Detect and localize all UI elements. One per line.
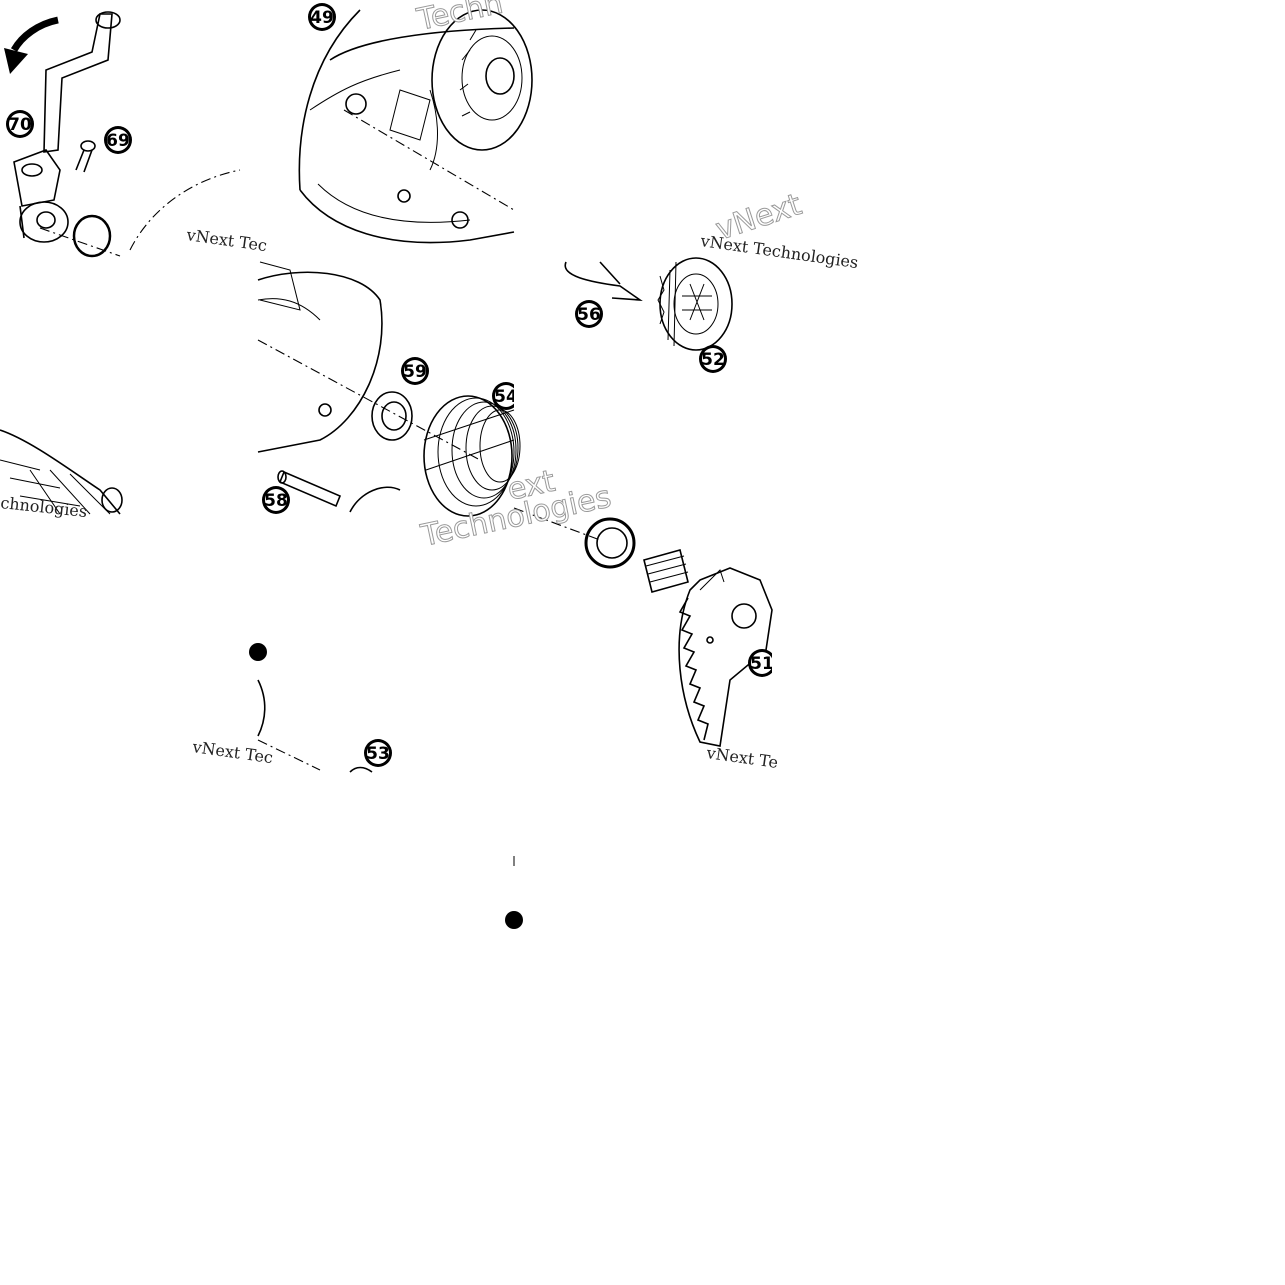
svg-text:49: 49 [310, 8, 334, 28]
arrow-head [4, 48, 28, 74]
tile-lower-fragment [249, 643, 373, 773]
svg-text:58: 58 [264, 491, 288, 511]
tile-spring-shim [257, 261, 521, 517]
part-badge-49: 49 [308, 3, 336, 31]
part-badge-56: 56 [575, 300, 603, 328]
svg-text:51: 51 [750, 654, 774, 674]
kick-lever-arm [43, 13, 113, 153]
svg-text:vNext Tec: vNext Tec [184, 225, 268, 255]
part-badge-59: 59 [401, 357, 429, 385]
svg-text:53: 53 [366, 744, 390, 764]
svg-text:69: 69 [106, 131, 130, 151]
tile-edge-fragments [505, 856, 523, 929]
svg-text:70: 70 [8, 115, 32, 135]
svg-text:Techn: Techn [413, 0, 506, 38]
part-badge-70: 70 [6, 110, 34, 138]
part-badge-51: 51 [748, 649, 774, 677]
svg-text:vNext Te: vNext Te [704, 743, 779, 772]
tile-spring-gear [564, 257, 733, 351]
tile-kick-lever [4, 11, 241, 258]
curved-arrow-icon [10, 16, 59, 52]
part-badge-52: 52 [699, 345, 727, 373]
svg-text:52: 52 [701, 350, 725, 370]
tile-left-case [0, 429, 123, 515]
part-badge-58: 58 [262, 486, 290, 514]
svg-text:56: 56 [577, 305, 601, 325]
svg-text:54: 54 [494, 387, 518, 407]
part-badge-54: 54 [492, 382, 518, 410]
part-badge-53: 53 [364, 739, 392, 767]
part-badge-69: 69 [104, 126, 132, 154]
tile-kick-shaft [513, 507, 773, 747]
watermark-group: Techn vNext Tec vNext Technologies vNext… [0, 0, 859, 772]
svg-text:59: 59 [403, 362, 427, 382]
tile-crankcase-cover [298, 9, 533, 244]
